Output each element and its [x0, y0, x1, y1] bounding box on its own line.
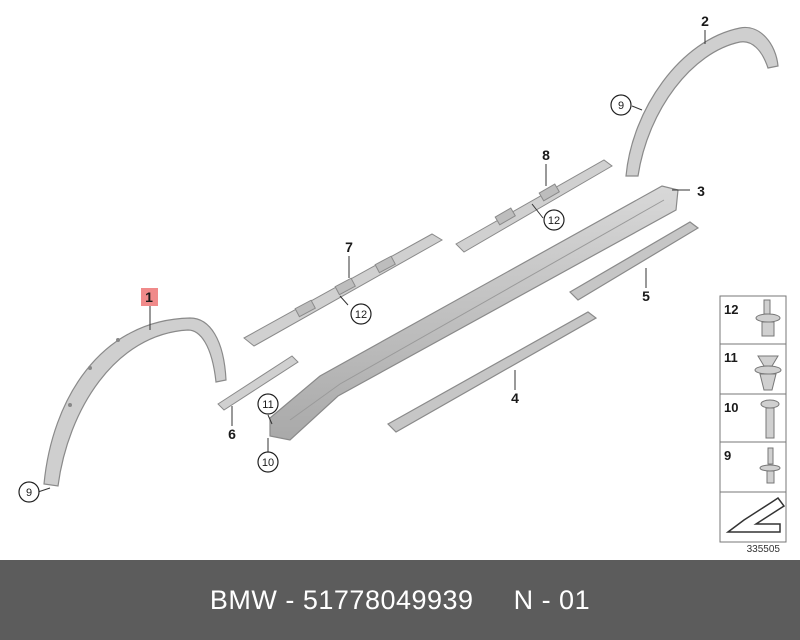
footer-bar: BMW - 51778049939 N - 01 — [0, 560, 800, 640]
callout-3[interactable]: 3 — [697, 183, 705, 199]
diagram-reference-number: 335505 — [747, 544, 781, 555]
circled-callout-9-bottom[interactable]: 9 — [18, 481, 40, 503]
callout-2[interactable]: 2 — [701, 13, 709, 29]
circled-callout-9-top[interactable]: 9 — [610, 94, 632, 116]
leader-lines — [37, 30, 706, 493]
svg-text:11: 11 — [262, 399, 273, 411]
parts-diagram: 1 2 3 4 5 6 7 8 9 9 11 10 12 12 12 — [18, 13, 787, 555]
bracket-part-6 — [217, 355, 299, 411]
legend-label-11: 11 — [724, 350, 738, 365]
wheel-arch-trim-left — [43, 317, 227, 487]
side-sill — [269, 185, 679, 441]
fastener-legend: 12 11 10 9 — [719, 295, 787, 543]
trim-strip-lower — [387, 311, 598, 433]
part-number-caption: BMW - 51778049939 N - 01 — [209, 584, 591, 615]
arrow-symbol-icon — [725, 496, 786, 533]
support-rail-7 — [243, 233, 443, 347]
svg-text:12: 12 — [548, 215, 560, 227]
wheel-arch-trim-right — [625, 26, 779, 177]
legend-label-12: 12 — [724, 302, 738, 317]
callout-8[interactable]: 8 — [542, 147, 550, 163]
callout-1-highlight — [141, 288, 158, 306]
callout-7[interactable]: 7 — [345, 239, 353, 255]
legend-label-10: 10 — [724, 400, 738, 415]
svg-text:12: 12 — [355, 309, 367, 321]
clip-12-icon — [755, 299, 781, 337]
circled-callout-11[interactable]: 11 — [257, 393, 279, 415]
svg-text:9: 9 — [618, 100, 624, 112]
rivet-9-icon — [759, 447, 781, 484]
callout-5[interactable]: 5 — [642, 288, 650, 304]
callout-1[interactable]: 1 — [145, 289, 153, 305]
screw-10-icon — [760, 399, 780, 439]
trim-strip-upper — [569, 221, 700, 301]
callout-6[interactable]: 6 — [228, 426, 236, 442]
legend-label-9: 9 — [724, 448, 731, 463]
svg-text:10: 10 — [262, 457, 274, 469]
circled-callout-10[interactable]: 10 — [257, 451, 279, 473]
callout-4[interactable]: 4 — [511, 390, 519, 406]
circled-callout-12-a[interactable]: 12 — [350, 303, 372, 325]
circled-callout-12-b[interactable]: 12 — [543, 209, 565, 231]
clip-11-icon — [754, 355, 782, 391]
svg-text:9: 9 — [26, 487, 32, 499]
